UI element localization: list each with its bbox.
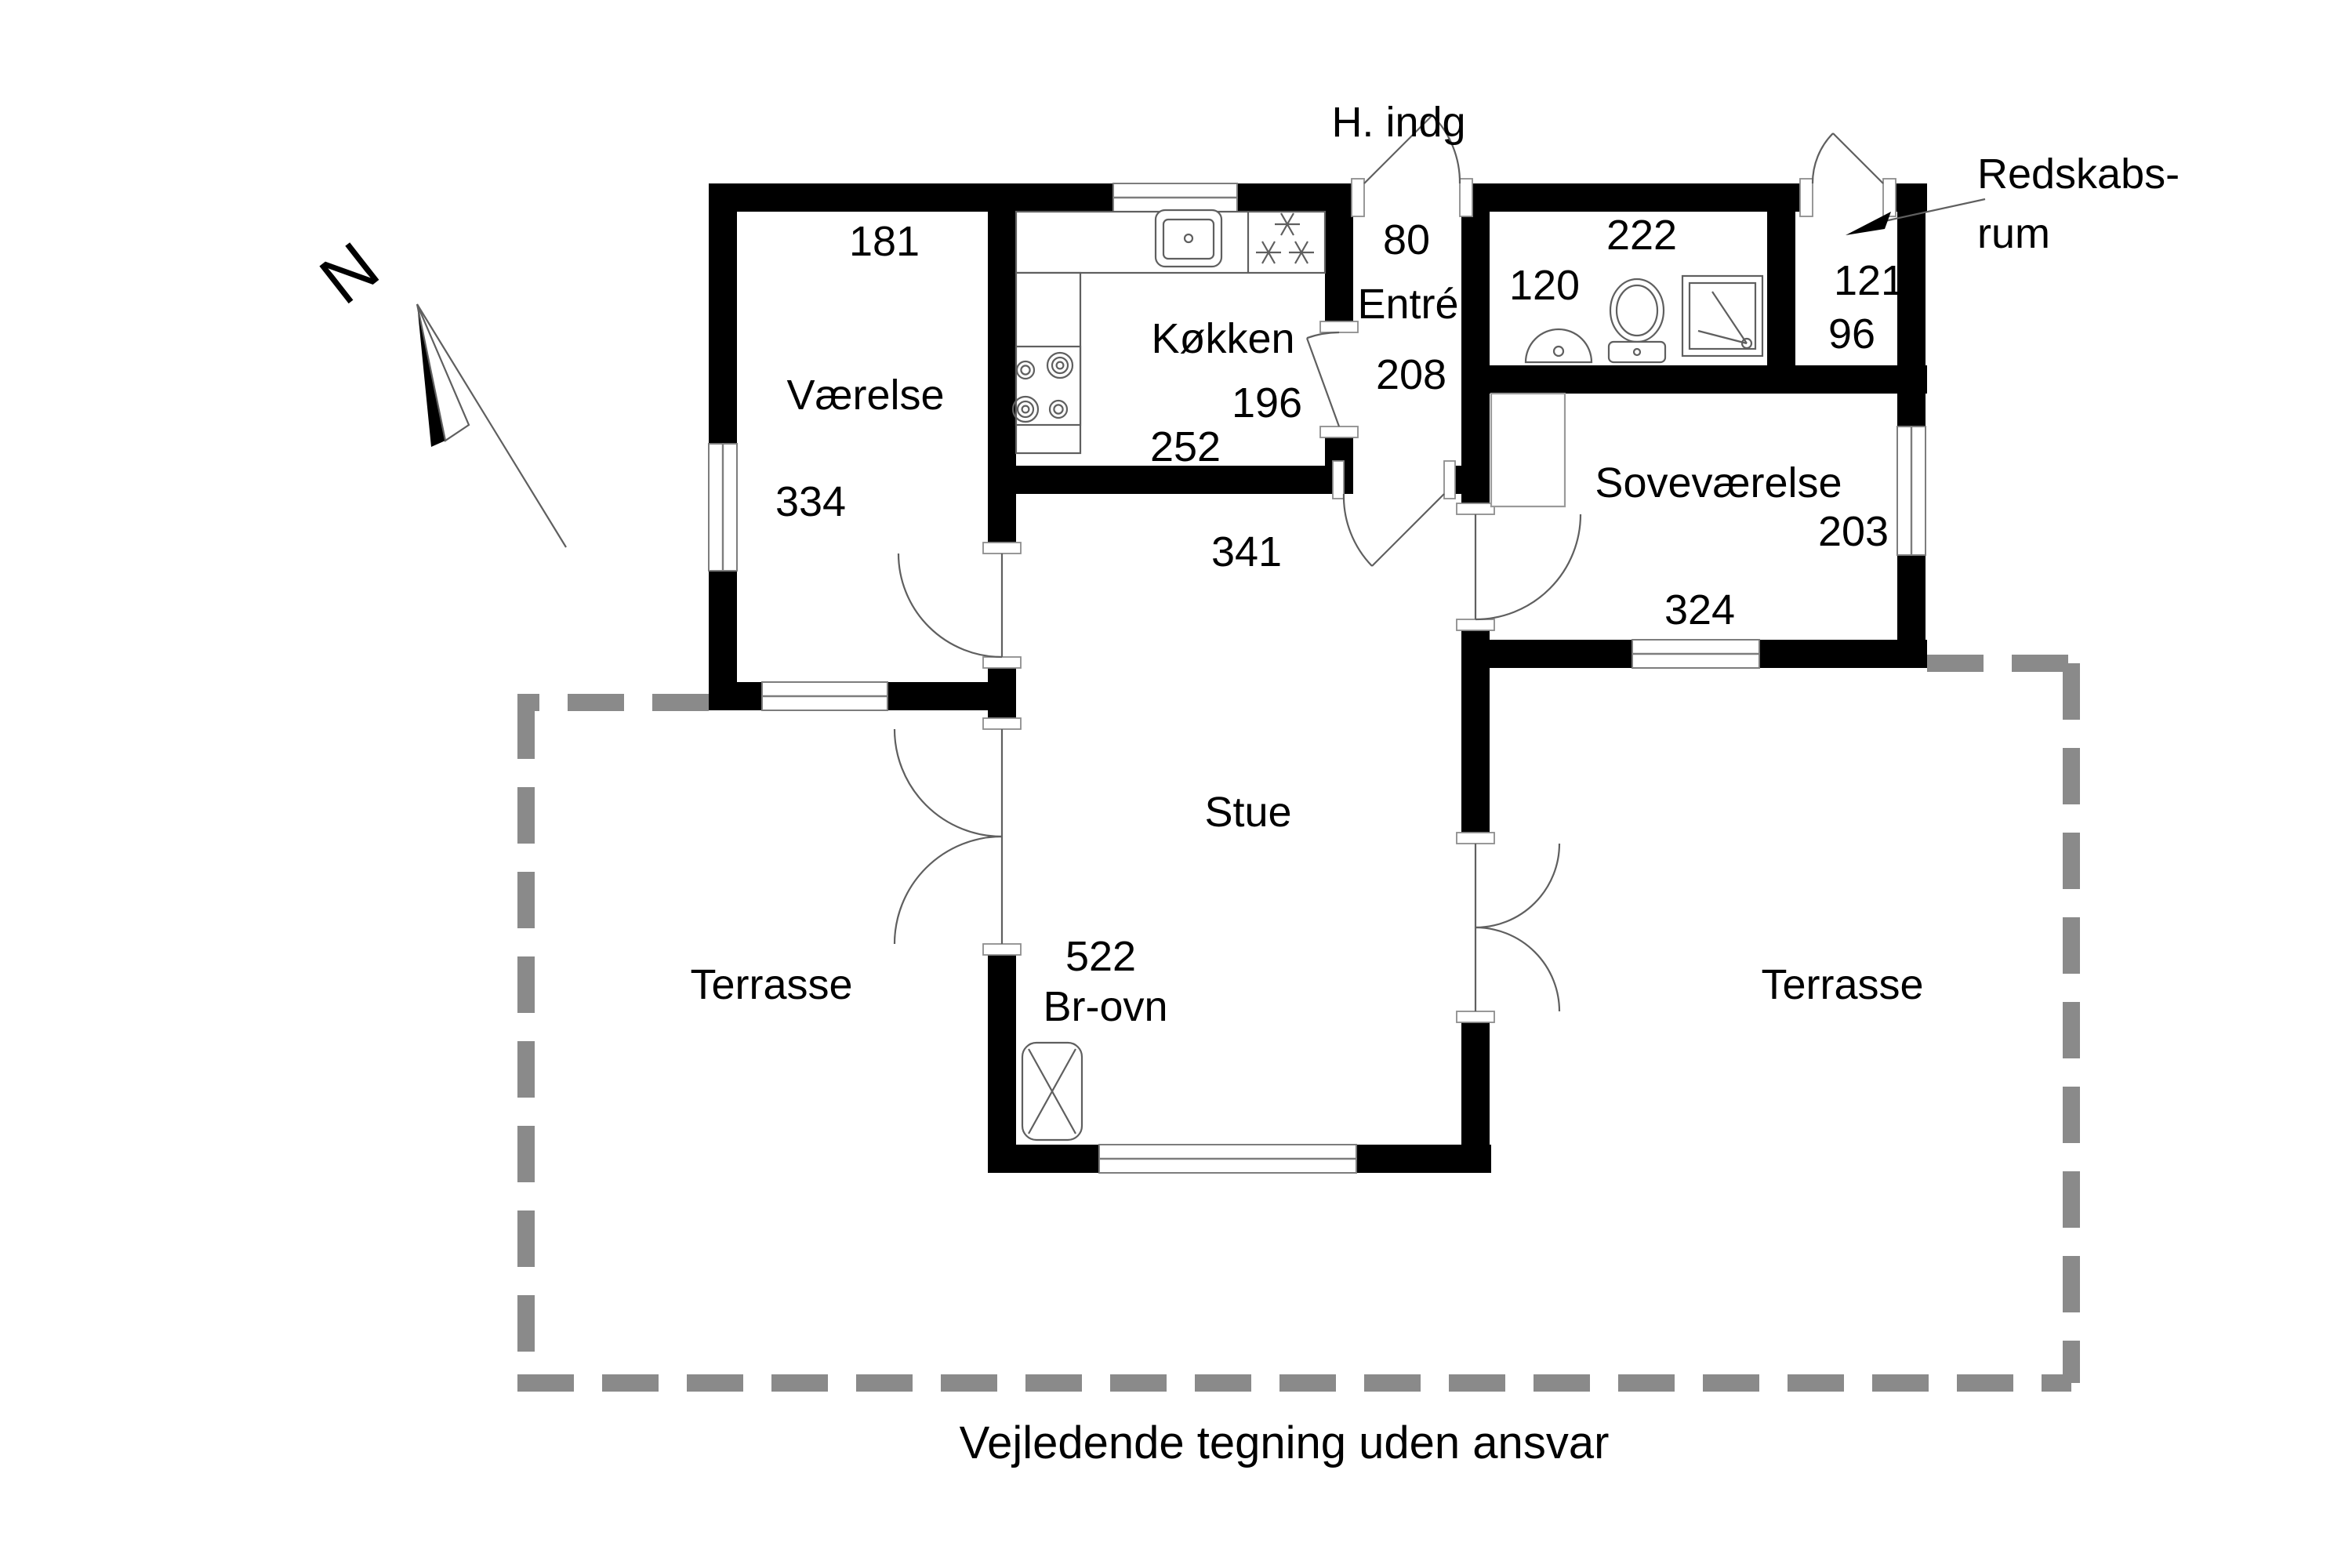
entre-label: Entré [1357,281,1458,328]
window-sovevaerelse-east [1896,426,1926,556]
terrace-boundary [517,655,2080,1392]
koekken-label: Køkken [1151,315,1294,362]
shed-leader-line [1846,198,1986,235]
disclaimer-text: Vejledende tegning uden ansvar [960,1417,1610,1468]
stue-label: Stue [1204,789,1291,836]
stue-dim-depth: 522 [1065,933,1136,980]
north-arrow-icon: N [306,227,567,548]
door-swing-shed [1811,132,1884,184]
door-swing-entre-stue [1342,493,1445,567]
door-swing-sovevaerelse [1474,514,1582,621]
redskabsrum-dim-width: 96 [1828,310,1875,358]
kitchen-sink-icon [1154,209,1223,268]
vaerelse-label: Værelse [786,372,944,419]
hob-icon [1011,345,1082,426]
vaerelse-dim-width: 181 [849,218,920,265]
north-label: N [306,227,393,318]
redskabsrum-dim-depth: 121 [1834,257,1904,304]
labels: H. indg Redskabs- rum 181 Værelse 334 Kø… [690,99,2180,1468]
window-kitchen-north [1112,183,1238,212]
toilet-icon [1607,278,1667,364]
shed-label-line1: Redskabs- [1977,151,2180,198]
door-swing-vaerelse [897,553,1004,659]
entre-dim-depth: 208 [1376,351,1446,398]
entrance-label: H. indg [1331,99,1465,146]
koekken-dim-depth: 196 [1232,379,1302,426]
terrasse-west-label: Terrasse [690,961,852,1008]
walls [709,183,1927,1173]
windows [708,183,1926,1174]
door-swing-main-entrance [1363,114,1461,184]
bad-dim-width: 222 [1606,212,1677,259]
stue-dim-width: 341 [1211,528,1282,575]
doors [893,114,1884,1012]
bath-sink-icon [1524,328,1593,364]
window-vaerelse-south [761,681,888,711]
window-stue-south [1098,1144,1357,1174]
sovevaerelse-dim-width: 324 [1664,586,1735,633]
bad-dim-depth: 120 [1509,262,1580,309]
door-swing-kitchen [1305,331,1341,427]
wood-stove-icon [1021,1041,1083,1142]
french-door-stue-west-terrace [893,728,1004,945]
shower-icon [1681,274,1764,358]
window-vaerelse-west [708,443,738,572]
shed-label-line2: rum [1977,210,2050,257]
french-door-stue-east-terrace [1474,843,1561,1012]
bathroom-fixtures [1524,274,1764,364]
sovevaerelse-dim-depth: 203 [1818,508,1889,555]
terrasse-east-label: Terrasse [1761,961,1923,1008]
wood-stove-label: Br-ovn [1043,983,1167,1030]
kitchen-fixtures [1011,209,1327,455]
koekken-dim-width: 252 [1150,423,1221,470]
wardrobe-icon [1490,392,1566,508]
sovevaerelse-label: Soveværelse [1595,459,1842,506]
entre-dim-width: 80 [1383,216,1430,263]
window-sovevaerelse-south [1632,639,1760,669]
vaerelse-dim-depth: 334 [775,478,846,525]
